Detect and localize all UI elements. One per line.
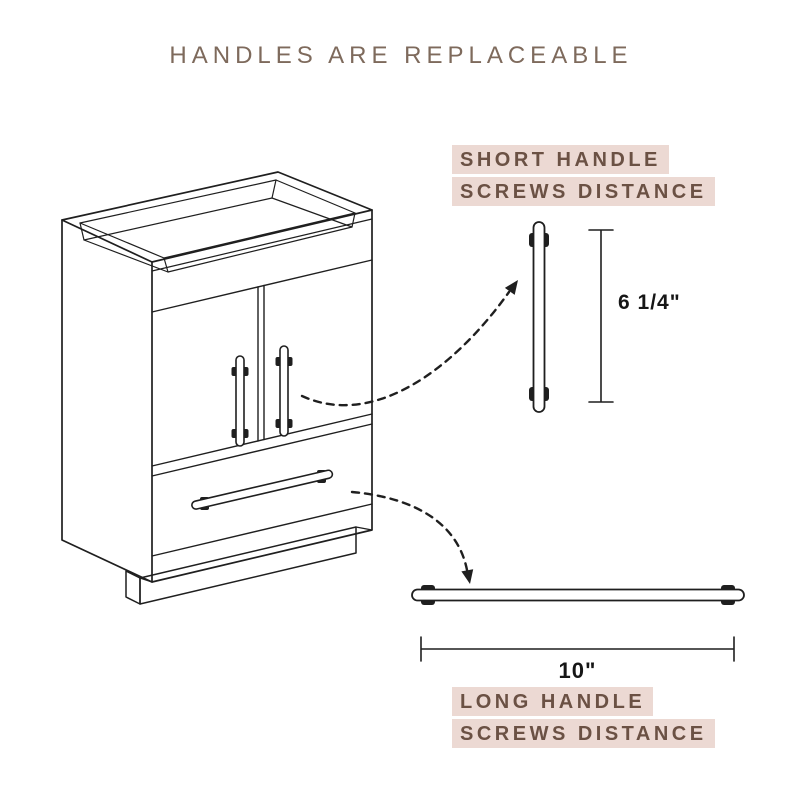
short-handle-label: SHORT HANDLE SCREWS DISTANCE (452, 145, 715, 209)
short-handle-dimension: 6 1/4" (618, 291, 681, 314)
handle-bar (532, 221, 546, 413)
long-handle-dimension: 10" (558, 658, 597, 683)
handle-bar (191, 469, 334, 510)
long-handle-illustration (411, 585, 745, 605)
dashed-arrow-to-short-handle (300, 280, 518, 407)
short-handle-dimension-line (588, 229, 614, 403)
handle-bar (235, 355, 245, 447)
label-line: SCREWS DISTANCE (452, 177, 715, 206)
short-handle-illustration (529, 221, 549, 413)
dashed-arrow-to-long-handle (350, 490, 474, 584)
long-handle-dimension-line (420, 636, 735, 662)
cabinet-line-drawing (61, 171, 373, 605)
arrowhead-icon (504, 280, 518, 295)
handle-bar (279, 345, 289, 437)
arrowhead-icon (461, 569, 474, 584)
page-title: HANDLES ARE REPLACEABLE (169, 42, 633, 69)
label-line: SHORT HANDLE (452, 145, 669, 174)
right-door-handle (275, 345, 293, 437)
long-handle-label: LONG HANDLE SCREWS DISTANCE (452, 687, 715, 751)
left-door-handle (231, 355, 249, 447)
handle-bar (411, 588, 745, 602)
label-line: SCREWS DISTANCE (452, 719, 715, 748)
label-line: LONG HANDLE (452, 687, 654, 716)
drawer-handle (191, 469, 334, 510)
